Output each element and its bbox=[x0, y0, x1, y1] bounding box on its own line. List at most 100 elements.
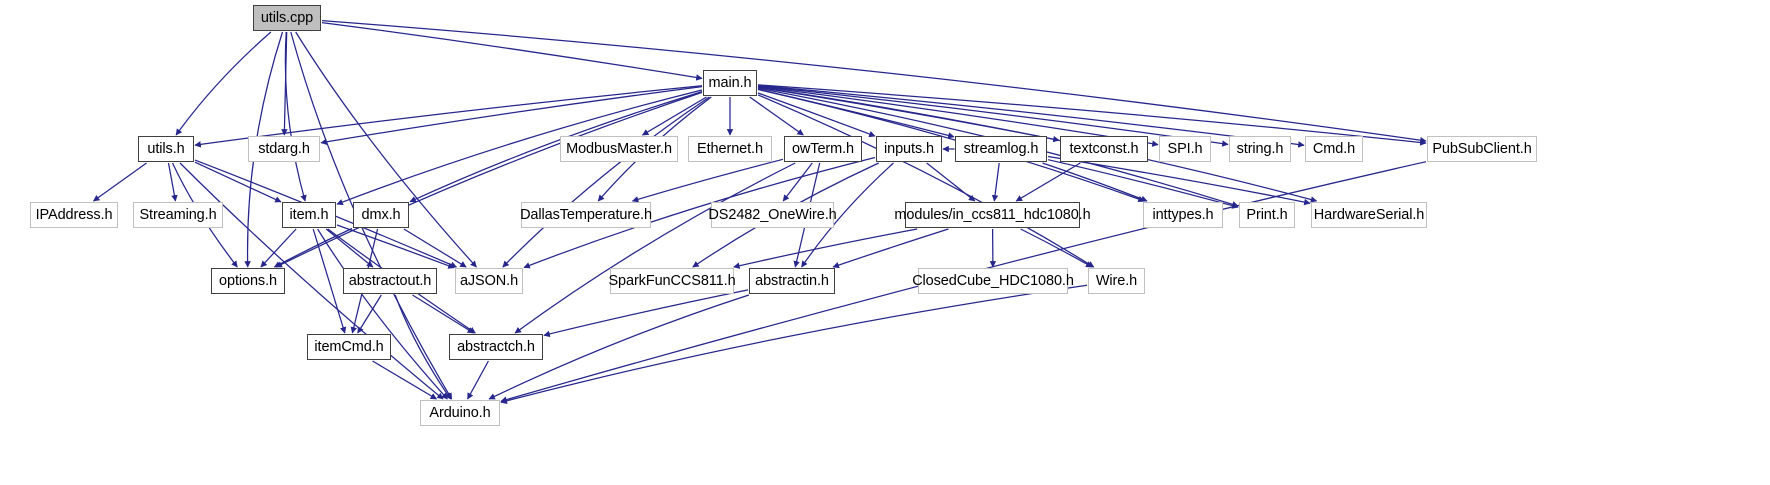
graph-edge bbox=[1020, 228, 1093, 268]
graph-edge bbox=[394, 294, 452, 400]
graph-node-streaming-h[interactable]: Streaming.h bbox=[133, 202, 223, 228]
graph-node-abstractout-h[interactable]: abstractout.h bbox=[343, 268, 437, 294]
graph-edge bbox=[991, 162, 1000, 202]
node-label: textconst.h bbox=[1069, 140, 1139, 157]
graph-edge bbox=[782, 162, 813, 202]
graph-edge bbox=[1042, 162, 1148, 202]
graph-node-itemcmd-h[interactable]: itemCmd.h bbox=[307, 334, 391, 360]
graph-edge bbox=[1047, 159, 1239, 209]
graph-node-hardwareserial-h[interactable]: HardwareSerial.h bbox=[1311, 202, 1427, 228]
graph-edge bbox=[92, 162, 147, 202]
graph-node-streamlog-h[interactable]: streamlog.h bbox=[955, 136, 1047, 162]
node-label: Print.h bbox=[1246, 206, 1288, 223]
node-label: item.h bbox=[289, 206, 329, 223]
graph-node-cmd-h[interactable]: Cmd.h bbox=[1305, 136, 1363, 162]
graph-edge bbox=[321, 21, 703, 81]
node-label: SPI.h bbox=[1167, 140, 1203, 157]
graph-node-ajson-h[interactable]: aJSON.h bbox=[455, 268, 523, 294]
node-label: Ethernet.h bbox=[697, 140, 763, 157]
graph-edge bbox=[757, 92, 876, 138]
graph-node-dallastemperature-h[interactable]: DallasTemperature.h bbox=[520, 202, 652, 228]
graph-edge bbox=[325, 228, 374, 268]
node-label: dmx.h bbox=[361, 206, 401, 223]
node-label: string.h bbox=[1236, 140, 1284, 157]
node-label: streamlog.h bbox=[963, 140, 1039, 157]
graph-node-closedcube-h[interactable]: ClosedCube_HDC1080.h bbox=[912, 268, 1074, 294]
graph-node-modules-ccs811[interactable]: modules/in_ccs811_hdc1080.h bbox=[894, 202, 1091, 228]
node-label: utils.h bbox=[147, 140, 185, 157]
node-label: main.h bbox=[708, 74, 752, 91]
graph-edge bbox=[317, 228, 448, 400]
node-label: HardwareSerial.h bbox=[1313, 206, 1425, 223]
graph-edge bbox=[733, 228, 918, 269]
graph-node-sparkfunccs811-h[interactable]: SparkFunCCS811.h bbox=[608, 268, 736, 294]
graph-edge bbox=[1015, 162, 1081, 202]
graph-edge bbox=[514, 162, 796, 334]
graph-node-wire-h[interactable]: Wire.h bbox=[1088, 268, 1145, 294]
graph-node-ipaddress-h[interactable]: IPAddress.h bbox=[30, 202, 118, 228]
graph-node-string-h[interactable]: string.h bbox=[1229, 136, 1291, 162]
graph-node-inputs-h[interactable]: inputs.h bbox=[876, 136, 942, 162]
graph-edge bbox=[832, 228, 949, 269]
node-label: abstractch.h bbox=[457, 338, 535, 355]
graph-edge bbox=[357, 294, 382, 334]
graph-node-main-h[interactable]: main.h bbox=[703, 70, 757, 96]
graph-edge bbox=[467, 360, 489, 400]
node-label: Cmd.h bbox=[1312, 140, 1356, 157]
graph-edge bbox=[175, 31, 272, 136]
graph-node-utils-h[interactable]: utils.h bbox=[138, 136, 194, 162]
node-label: inputs.h bbox=[884, 140, 934, 157]
graph-node-abstractch-h[interactable]: abstractch.h bbox=[449, 334, 543, 360]
node-label: Wire.h bbox=[1095, 272, 1138, 289]
node-label: IPAddress.h bbox=[35, 206, 113, 223]
graph-edge bbox=[295, 31, 477, 268]
graph-node-dmx-h[interactable]: dmx.h bbox=[353, 202, 409, 228]
graph-edge bbox=[926, 162, 976, 202]
graph-node-print-h[interactable]: Print.h bbox=[1239, 202, 1295, 228]
graph-edge bbox=[312, 228, 347, 334]
graph-edge bbox=[749, 96, 804, 136]
graph-edge bbox=[757, 86, 1060, 143]
node-label: abstractin.h bbox=[755, 272, 829, 289]
node-label: inttypes.h bbox=[1152, 206, 1214, 223]
graph-node-ethernet-h[interactable]: Ethernet.h bbox=[688, 136, 772, 162]
graph-edge bbox=[320, 85, 703, 146]
graph-edge bbox=[412, 294, 475, 334]
graph-edge bbox=[543, 289, 749, 338]
graph-node-stdarg-h[interactable]: stdarg.h bbox=[248, 136, 320, 162]
graph-edge bbox=[757, 94, 1095, 268]
graph-node-arduino-h[interactable]: Arduino.h bbox=[420, 400, 500, 426]
graph-edge bbox=[372, 360, 438, 400]
node-label: options.h bbox=[219, 272, 277, 289]
node-label: ModbusMaster.h bbox=[566, 140, 672, 157]
graph-node-utils-cpp[interactable]: utils.cpp bbox=[253, 5, 321, 31]
graph-edge bbox=[403, 228, 467, 268]
graph-edge bbox=[641, 96, 707, 136]
graph-node-spi-h[interactable]: SPI.h bbox=[1159, 136, 1211, 162]
graph-node-inttypes-h[interactable]: inttypes.h bbox=[1143, 202, 1223, 228]
node-label: owTerm.h bbox=[791, 140, 855, 157]
graph-node-textconst-h[interactable]: textconst.h bbox=[1060, 136, 1148, 162]
graph-node-modbusmaster-h[interactable]: ModbusMaster.h bbox=[560, 136, 678, 162]
graph-edge bbox=[260, 228, 297, 268]
node-label: ClosedCube_HDC1080.h bbox=[912, 272, 1074, 289]
graph-node-ds2482-onewire-h[interactable]: DS2482_OneWire.h bbox=[708, 202, 837, 228]
graph-edge bbox=[1047, 155, 1311, 206]
graph-edge bbox=[500, 284, 1088, 404]
node-label: aJSON.h bbox=[459, 272, 519, 289]
graph-node-abstractin-h[interactable]: abstractin.h bbox=[749, 268, 835, 294]
node-label: itemCmd.h bbox=[314, 338, 384, 355]
graph-edge bbox=[321, 19, 1427, 144]
graph-node-pubsubclient-h[interactable]: PubSubClient.h bbox=[1427, 136, 1537, 162]
graph-node-item-h[interactable]: item.h bbox=[282, 202, 336, 228]
graph-edge bbox=[281, 31, 288, 136]
node-label: Streaming.h bbox=[139, 206, 217, 223]
graph-node-owterm-h[interactable]: owTerm.h bbox=[784, 136, 862, 162]
node-label: stdarg.h bbox=[258, 140, 310, 157]
graph-edge bbox=[273, 227, 353, 268]
graph-edge bbox=[284, 31, 307, 202]
node-label: utils.cpp bbox=[260, 9, 314, 26]
graph-node-options-h[interactable]: options.h bbox=[211, 268, 285, 294]
graph-edge bbox=[275, 91, 703, 268]
